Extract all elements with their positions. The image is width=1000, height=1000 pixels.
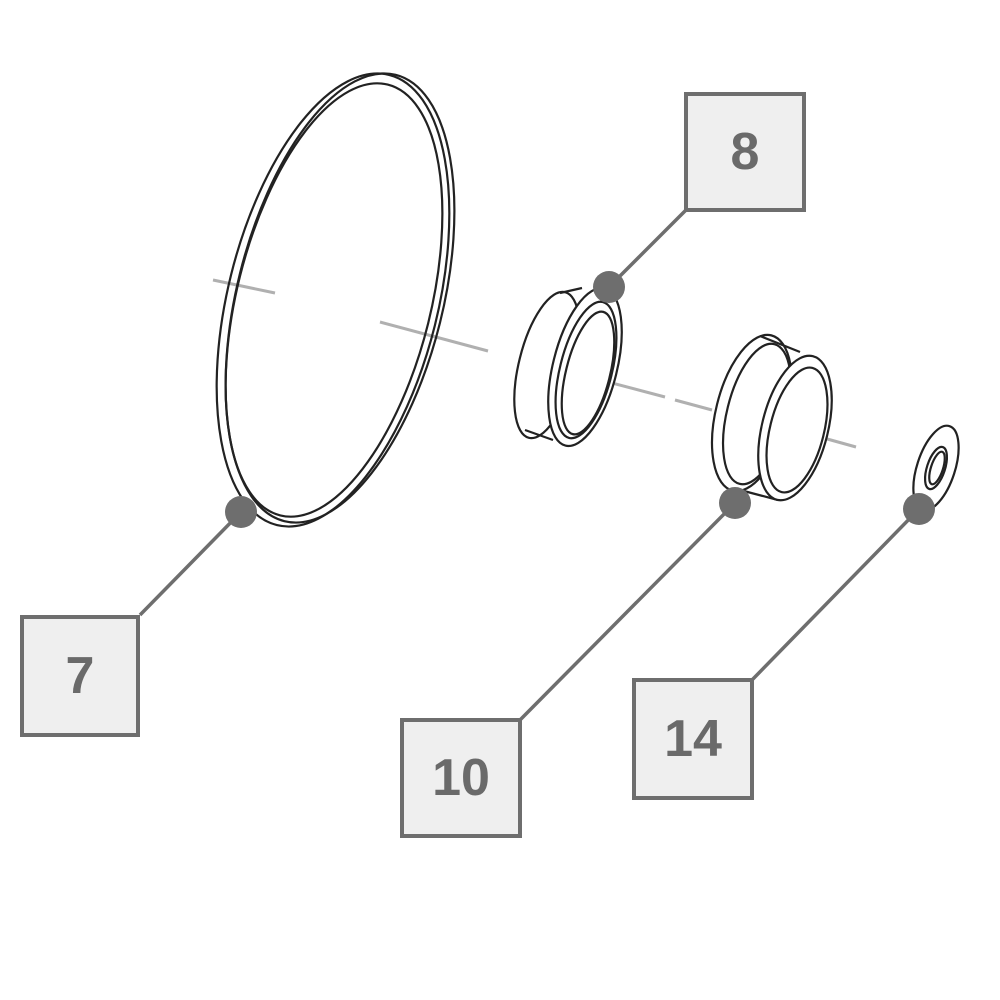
part-10-flanged-bushing xyxy=(710,333,833,502)
leader-line-10 xyxy=(518,501,737,722)
callout-label-7: 7 xyxy=(65,647,95,705)
part-7-large-o-ring xyxy=(215,72,456,528)
callout-box-8: 8 xyxy=(684,92,806,212)
callout-box-10: 10 xyxy=(400,718,522,838)
leader-line-8 xyxy=(607,208,688,289)
leader-dot-14 xyxy=(903,493,935,525)
callout-label-14: 14 xyxy=(664,710,722,768)
callout-box-7: 7 xyxy=(20,615,140,737)
leader-line-14 xyxy=(750,507,921,682)
callout-box-14: 14 xyxy=(632,678,754,800)
leader-lines xyxy=(138,208,921,722)
callout-label-10: 10 xyxy=(432,749,490,807)
leader-dot-10 xyxy=(719,487,751,519)
leader-line-7 xyxy=(138,510,243,617)
leader-dots xyxy=(225,271,935,528)
callout-label-8: 8 xyxy=(730,123,760,181)
part-8-cup-ring xyxy=(513,286,623,448)
leader-dot-8 xyxy=(593,271,625,303)
part-14-washer xyxy=(912,424,960,512)
leader-dot-7 xyxy=(225,496,257,528)
